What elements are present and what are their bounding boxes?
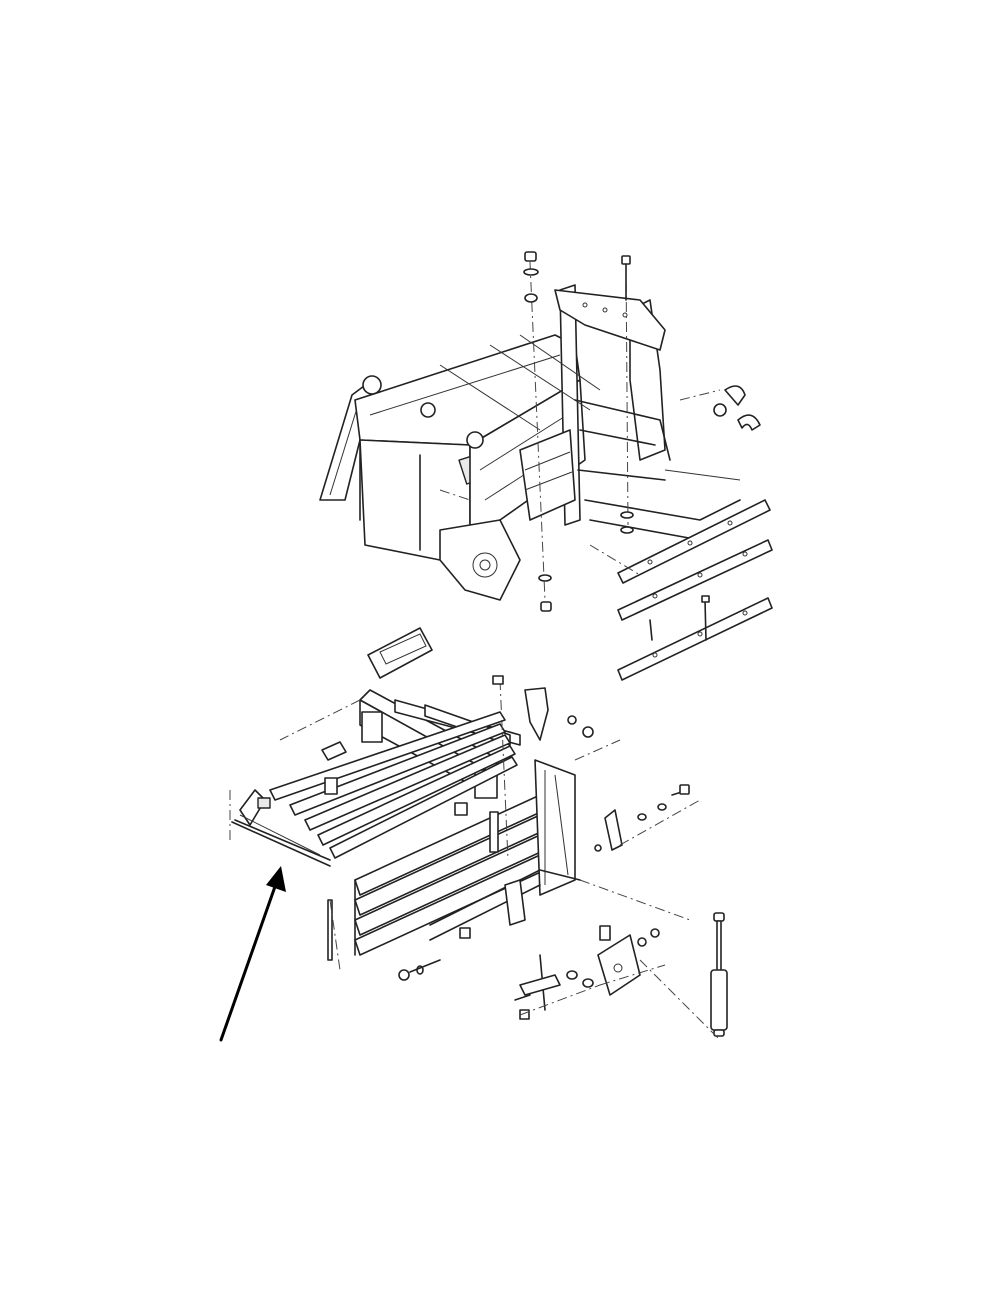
construction-lines <box>229 489 701 921</box>
lower-tine-bundle <box>354 794 546 956</box>
bottom-guide-strip <box>231 814 331 867</box>
slotted-flat-bars <box>617 499 773 681</box>
baler-main-frame <box>319 284 741 601</box>
fork-tine-assembly <box>234 689 521 861</box>
link-plate-and-bolt <box>594 784 690 852</box>
vertical-bolt-stack-left <box>523 251 552 612</box>
lower-rear-frame <box>429 759 581 941</box>
cover-plate <box>367 627 433 679</box>
angle-bracket <box>492 675 594 861</box>
pivot-bracket-hardware <box>514 925 666 1020</box>
vertical-bolt-stack-right <box>620 255 634 534</box>
pointer-arrow <box>219 866 286 1042</box>
u-clamp-part <box>679 385 761 431</box>
lower-left-hardware <box>327 899 441 981</box>
hydraulic-cylinder <box>639 912 728 1041</box>
